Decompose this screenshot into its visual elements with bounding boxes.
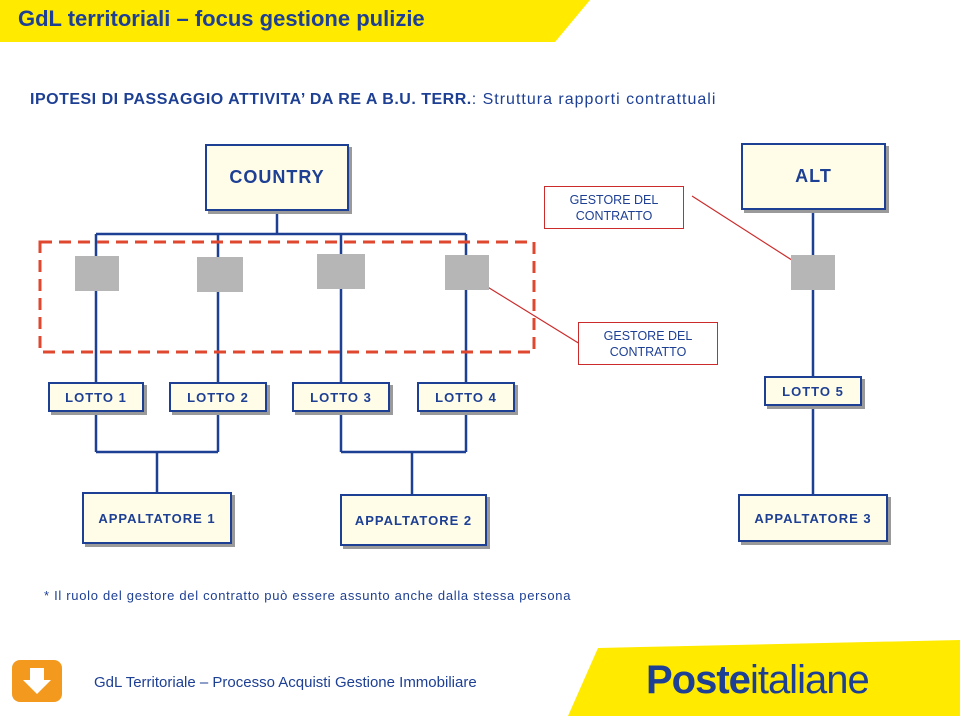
appaltatore-3-box: APPALTATORE 3	[738, 494, 888, 542]
alt-box: ALT	[741, 143, 886, 210]
logo-light: italiane	[749, 658, 870, 702]
appaltatore-1-label: APPALTATORE 1	[98, 510, 216, 526]
gestore-mid-line-2: CONTRATTO	[609, 345, 687, 359]
logo-band	[568, 640, 960, 716]
lotto-4-box: LOTTO 4	[417, 382, 515, 412]
country-box: COUNTRY	[205, 144, 349, 211]
subtitle-rest: : Struttura rapporti contrattuali	[471, 91, 717, 108]
appaltatore-1-box: APPALTATORE 1	[82, 492, 232, 544]
gray-square-3	[317, 254, 365, 289]
logo-bold: Poste	[646, 658, 751, 702]
lotto-5-box: LOTTO 5	[764, 376, 862, 406]
lotto-5-label: LOTTO 5	[782, 383, 844, 399]
subtitle-bold: IPOTESI DI PASSAGGIO ATTIVITA’ DA RE A B…	[30, 91, 472, 108]
appaltatore-2-box: APPALTATORE 2	[340, 494, 487, 546]
dashed-group-frame	[38, 240, 536, 354]
footnote: * Il ruolo del gestore del contratto può…	[44, 588, 572, 603]
gestore-box-top: GESTORE DEL CONTRATTO	[544, 186, 684, 229]
lotto-2-label: LOTTO 2	[187, 389, 249, 405]
alt-label: ALT	[795, 166, 832, 186]
lotto-1-box: LOTTO 1	[48, 382, 144, 412]
gestore-mid-line-1: GESTORE DEL	[603, 329, 693, 343]
footer-text: GdL Territoriale – Processo Acquisti Ges…	[94, 674, 477, 691]
lotto-3-label: LOTTO 3	[310, 389, 372, 405]
appaltatore-3-label: APPALTATORE 3	[754, 510, 872, 526]
country-label: COUNTRY	[229, 167, 325, 187]
appaltatore-2-label: APPALTATORE 2	[354, 512, 473, 528]
poste-italiane-logo: Posteitaliane	[646, 658, 870, 703]
gray-square-2	[197, 257, 243, 292]
gestore-box-mid: GESTORE DEL CONTRATTO	[578, 322, 718, 365]
title-band-shape	[0, 0, 590, 42]
title-band	[0, 0, 590, 42]
gestore-top-line-1: GESTORE DEL	[569, 193, 659, 207]
download-arrow-icon	[12, 660, 62, 702]
gestore-top-line-2: CONTRATTO	[575, 209, 653, 223]
lotto-4-label: LOTTO 4	[435, 389, 497, 405]
slide-title: GdL territoriali – focus gestione pulizi…	[18, 6, 425, 31]
subtitle: IPOTESI DI PASSAGGIO ATTIVITA’ DA RE A B…	[30, 76, 790, 123]
gestore-mid-link	[485, 285, 581, 345]
gray-square-4	[445, 255, 489, 290]
lotto-3-box: LOTTO 3	[292, 382, 390, 412]
gray-square-1	[75, 256, 119, 291]
lotto-1-label: LOTTO 1	[65, 389, 127, 405]
lotto-2-box: LOTTO 2	[169, 382, 267, 412]
gray-square-5	[791, 255, 835, 290]
gestore-top-link	[691, 195, 799, 265]
